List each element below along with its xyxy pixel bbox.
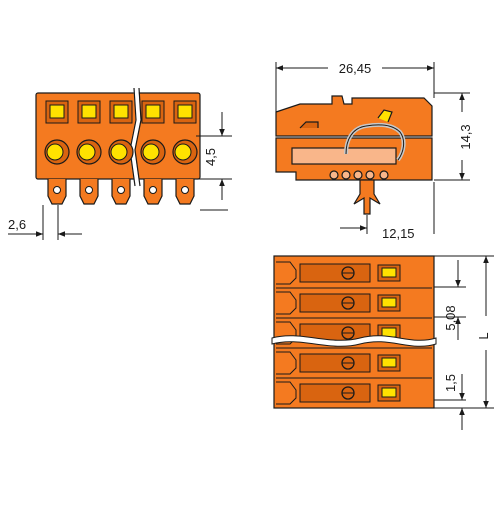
- lever-outline: [276, 321, 297, 345]
- latch-tab: [145, 104, 161, 119]
- wire-entry: [46, 143, 64, 161]
- top-row: [276, 291, 432, 319]
- wire-entry: [142, 143, 160, 161]
- dimension-height-upper: 4,5: [196, 112, 232, 200]
- dimension-edge-offset: 1,5: [434, 374, 466, 430]
- side-contact-pin: [353, 170, 363, 180]
- top-row: [276, 351, 432, 379]
- latch-tab: [177, 104, 193, 119]
- dimension-text-total-length: L: [476, 332, 491, 339]
- side-locking-peg: [353, 179, 381, 215]
- lever-outline: [276, 351, 297, 375]
- side-view: [275, 95, 433, 215]
- side-contact-pin: [365, 170, 375, 180]
- dimension-total-length: L: [434, 255, 494, 409]
- test-hole: [85, 186, 93, 194]
- latch-tab: [381, 297, 397, 308]
- lever-outline: [276, 381, 297, 405]
- row-channel: [299, 263, 371, 283]
- row-channel: [299, 293, 371, 313]
- lever-outline: [276, 291, 297, 315]
- test-hole: [53, 186, 61, 194]
- side-cavity: [291, 147, 397, 165]
- top-view: [271, 255, 437, 409]
- front-pole: [108, 100, 134, 205]
- front-pole: [76, 100, 102, 205]
- dimension-overall-length: 26,45: [275, 61, 435, 112]
- front-view: [35, 87, 201, 205]
- dimension-pin-offset: 12,15: [340, 182, 435, 241]
- front-pole: [44, 100, 70, 205]
- wire-entry: [78, 143, 96, 161]
- latch-tab: [113, 104, 129, 119]
- dimension-offset-left: 2,6: [8, 205, 82, 240]
- row-channel: [299, 353, 371, 373]
- top-break-mark: [271, 335, 437, 347]
- side-contact-pin: [341, 170, 351, 180]
- latch-tab: [381, 387, 397, 398]
- row-channel: [299, 383, 371, 403]
- dimension-pitch: 5,08: [434, 260, 466, 340]
- test-hole: [181, 186, 189, 194]
- dimension-text-overall-length: 26,45: [339, 61, 372, 76]
- side-contact-pin: [329, 170, 339, 180]
- wire-entry: [174, 143, 192, 161]
- latch-tab: [381, 267, 397, 278]
- front-break-mark: [129, 87, 141, 187]
- dimension-text-height-upper: 4,5: [203, 148, 218, 166]
- latch-tab: [381, 357, 397, 368]
- side-latch: [377, 109, 393, 123]
- dimension-text-pitch: 5,08: [443, 305, 458, 330]
- front-pole: [172, 100, 198, 205]
- latch-tab: [49, 104, 65, 119]
- wire-entry: [110, 143, 128, 161]
- lever-outline: [276, 261, 297, 285]
- dimension-text-height: 14,3: [458, 124, 473, 149]
- dimension-height: 14,3: [434, 92, 473, 181]
- side-contact-pin: [379, 170, 389, 180]
- dimension-text-edge-offset: 1,5: [443, 374, 458, 392]
- test-hole: [149, 186, 157, 194]
- dimension-text-offset-left: 2,6: [8, 217, 26, 232]
- test-hole: [117, 186, 125, 194]
- latch-tab: [81, 104, 97, 119]
- dimension-text-pin-offset: 12,15: [382, 226, 415, 241]
- top-row: [276, 381, 432, 409]
- front-pole: [140, 100, 166, 205]
- top-row: [276, 261, 432, 289]
